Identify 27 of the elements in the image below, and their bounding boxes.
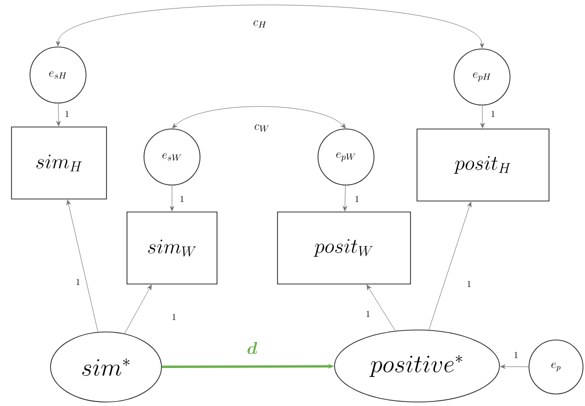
arrow — [500, 364, 529, 369]
arrow — [66, 200, 98, 332]
edge-label: $1$ — [354, 195, 360, 203]
edge-label: $1$ — [170, 313, 178, 321]
variable-box: $posit_H$ — [416, 128, 550, 202]
variable-box: $posit_W$ — [277, 212, 411, 284]
edge-label: $1$ — [490, 110, 496, 118]
edge-label: $c_H$ — [252, 19, 268, 29]
variable-box: $sim_W$ — [126, 212, 218, 284]
arrow — [172, 106, 346, 128]
arrow — [170, 185, 174, 212]
edge-label: $1$ — [178, 195, 186, 203]
arrow — [124, 284, 152, 334]
arrow — [56, 4, 484, 48]
arrow — [342, 185, 348, 212]
edge-label: $1$ — [364, 310, 372, 318]
edge-label: $c_W$ — [253, 123, 271, 133]
arrow — [428, 202, 472, 330]
arrow — [480, 105, 485, 128]
edge-label: $1$ — [512, 351, 520, 359]
edge-label: $1$ — [64, 110, 70, 118]
variable-box: $sim_H$ — [11, 126, 107, 200]
arrow — [56, 103, 61, 126]
edge-label: $d$ — [246, 341, 258, 355]
arrow — [366, 284, 396, 332]
edge-label: $1$ — [74, 278, 82, 286]
edge-label: $1$ — [466, 280, 472, 288]
